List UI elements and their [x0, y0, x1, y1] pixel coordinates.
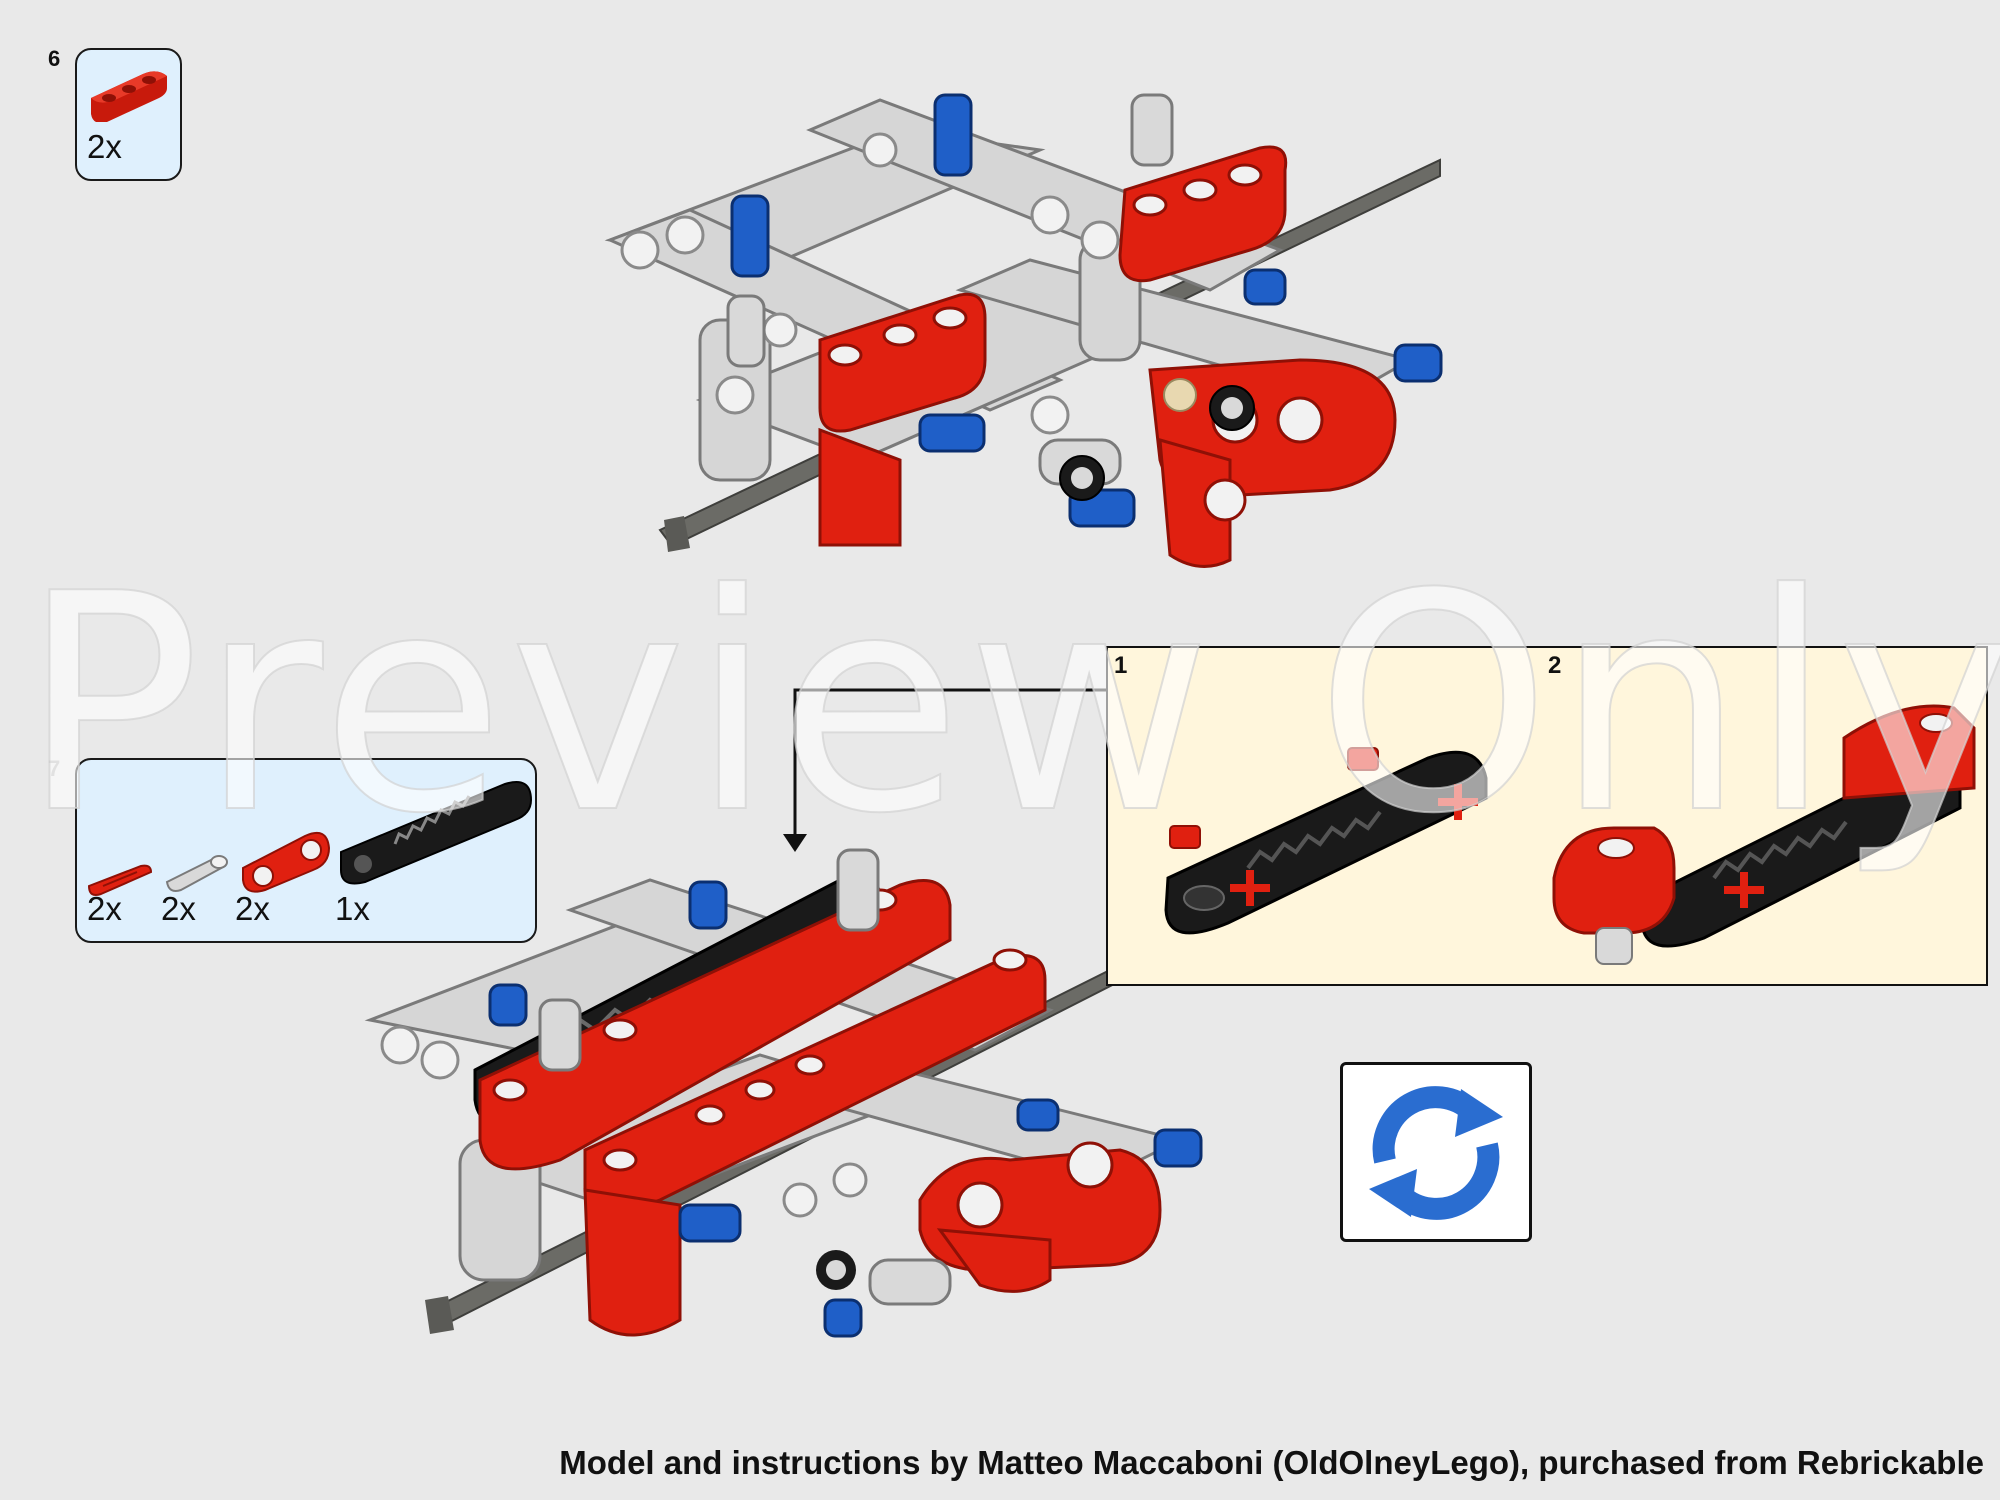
- red-liftarm-1x3-icon: [85, 62, 175, 127]
- gray-axle: [658, 158, 1441, 552]
- blue-pins: [730, 93, 1443, 528]
- red-axle-pin-icon: [85, 860, 155, 905]
- subassembly-step-1-number: 1: [1114, 652, 1128, 679]
- red-pin-connector-icon: [235, 824, 335, 899]
- step-6-parts-list: 2x: [75, 48, 182, 181]
- subassembly-step-2-illustration: [1552, 704, 1976, 965]
- footer-credit: Model and instructions by Matteo Maccabo…: [559, 1444, 1984, 1481]
- part-quantity: 2x: [87, 128, 122, 165]
- red-liftarms: [818, 145, 1397, 568]
- step-6-number: 6: [48, 46, 61, 71]
- part-quantity: 2x: [87, 890, 122, 927]
- subassembly-step-1-illustration: [1164, 747, 1488, 935]
- part-quantity: 2x: [235, 890, 270, 927]
- rotate-model-indicator: [1340, 1062, 1532, 1242]
- part-quantity: 2x: [161, 890, 196, 927]
- gray-connector-pin-icon: [161, 848, 231, 903]
- rotate-model-icon: [1369, 1086, 1503, 1220]
- subassembly-step-2-number: 2: [1548, 652, 1562, 679]
- part-quantity: 1x: [335, 890, 370, 927]
- gray-frame-beams: [604, 98, 1414, 482]
- step-7-number: 7: [48, 756, 61, 781]
- step-7-parts-list: 2x 2x 2x 1x: [75, 758, 537, 943]
- black-gear-rack-icon: [335, 778, 535, 893]
- subassembly-callout: 1 2: [1106, 646, 1988, 986]
